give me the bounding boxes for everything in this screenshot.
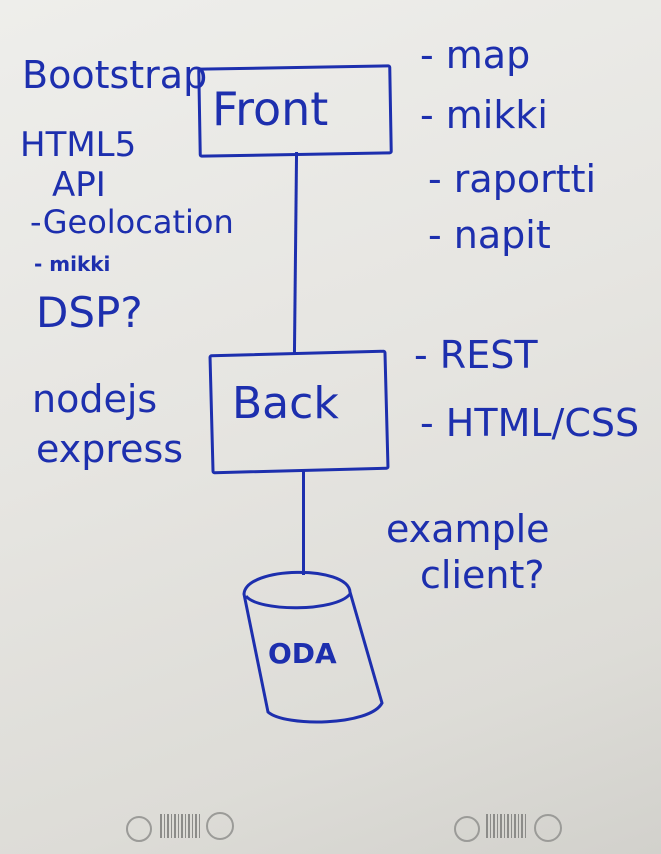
example-note: example: [386, 507, 550, 551]
bootstrap-note: Bootstrap: [22, 53, 208, 97]
back-db-connector: [302, 470, 305, 575]
barcode-icon: [160, 814, 200, 838]
mikki-left-note: - mikki: [34, 252, 111, 276]
back-note-rest: - REST: [414, 333, 538, 377]
api-note: API: [52, 165, 106, 205]
html5-note: HTML5: [20, 125, 137, 165]
recycling-eco-label-icon: [126, 816, 152, 842]
front-note-mikki: - mikki: [420, 93, 548, 137]
front-note-map: - map: [420, 33, 531, 77]
nodejs-note: nodejs: [32, 377, 158, 421]
front-note-napit: - napit: [428, 213, 551, 257]
barcode-icon: [486, 814, 526, 838]
front-note-raportti: - raportti: [428, 157, 597, 201]
client-note: client?: [420, 553, 545, 597]
back-label: Back: [232, 378, 339, 429]
recycling-eco-label-icon: [454, 816, 480, 842]
certification-seal-icon: [534, 814, 562, 842]
dsp-note: DSP?: [36, 288, 143, 337]
express-note: express: [36, 427, 184, 471]
certification-seal-icon: [206, 812, 234, 840]
back-note-html-css: - HTML/CSS: [420, 401, 640, 445]
front-label: Front: [212, 82, 329, 136]
geolocation-note: -Geolocation: [30, 203, 234, 241]
db-label: ODA: [268, 637, 337, 670]
